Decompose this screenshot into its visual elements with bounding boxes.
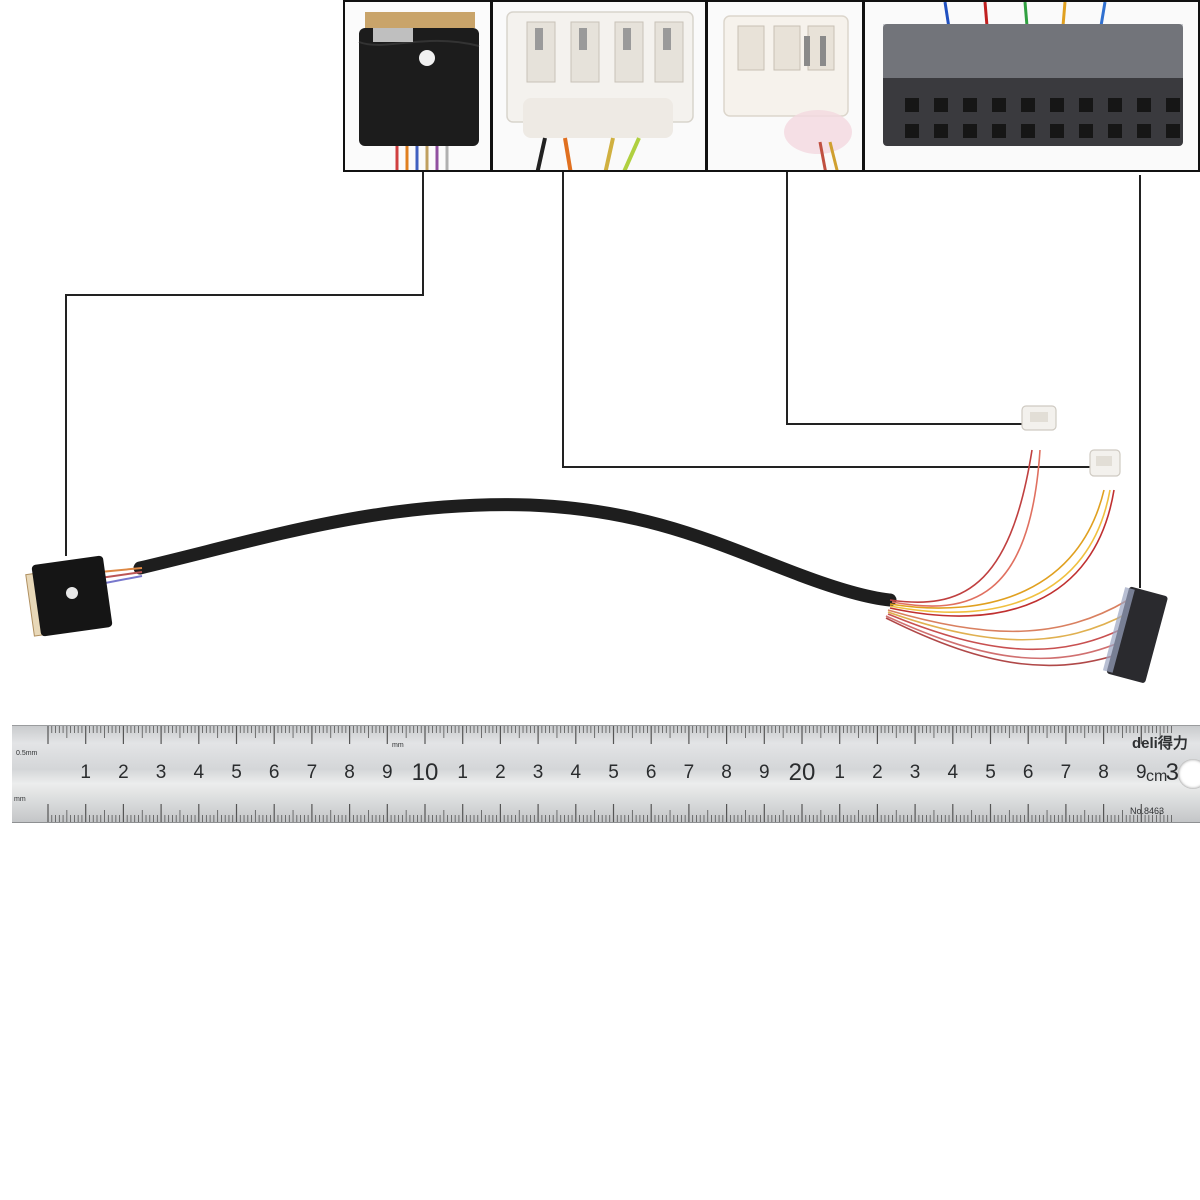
white-connector-b <box>1089 449 1121 477</box>
ruler-number: 20 <box>788 759 816 786</box>
inset-black-tape-connector <box>343 0 492 172</box>
header-pin <box>1050 124 1064 138</box>
ruler-number: 5 <box>985 762 996 783</box>
ruler-brand-logo: deli得力 <box>1132 735 1188 752</box>
black-header-connector <box>1102 586 1168 683</box>
steel-ruler: 123456789101234567892012345678930 0.5mm … <box>12 725 1200 823</box>
white-connector-a <box>1021 405 1057 431</box>
ruler-number: 6 <box>268 762 280 783</box>
ruler-number: 9 <box>759 762 770 783</box>
ruler-number: 9 <box>382 762 393 783</box>
leader-line-1 <box>65 170 424 556</box>
ruler-number: 7 <box>683 762 695 783</box>
ruler-number: 2 <box>118 762 129 783</box>
ruler-number: 3 <box>532 762 544 783</box>
ruler-hang-hole <box>1178 759 1200 789</box>
ruler-number: 1 <box>834 762 845 783</box>
fanout-wires <box>885 449 1137 667</box>
header-pins <box>905 98 1180 138</box>
leader-lines <box>65 170 1141 588</box>
ruler-number: 7 <box>306 762 318 783</box>
header-pin <box>1108 124 1122 138</box>
leader-line-3 <box>786 170 1022 425</box>
inset-black-header-2x10 <box>863 0 1200 172</box>
ruler-number: 3 <box>155 762 167 783</box>
ruler-number: 3 <box>909 762 921 783</box>
leader-line-2 <box>562 170 1090 468</box>
ruler-mm-label: mm <box>392 742 404 749</box>
header-pin <box>963 98 977 112</box>
header-pin <box>934 124 948 138</box>
header-pin <box>934 98 948 112</box>
header-pin <box>905 124 919 138</box>
header-pin <box>1166 124 1180 138</box>
ruler-number: 5 <box>231 762 242 783</box>
ruler-number: 5 <box>608 762 619 783</box>
ruler-number: 6 <box>1022 762 1034 783</box>
header-pin <box>1108 98 1122 112</box>
ruler-precision-label: 0.5mm <box>16 750 38 757</box>
header-pin <box>992 124 1006 138</box>
header-pin <box>1137 124 1151 138</box>
ruler-number: 1 <box>457 762 468 783</box>
header-pin <box>1137 98 1151 112</box>
ruler-number: 8 <box>1098 762 1109 783</box>
ruler-number: 4 <box>570 762 582 783</box>
ruler-number: 8 <box>721 762 732 783</box>
ruler-model-number: No.8463 <box>1130 806 1165 816</box>
header-pin <box>1079 98 1093 112</box>
ruler-number: 2 <box>495 762 506 783</box>
ruler-mm-label-bottom: mm <box>14 796 26 803</box>
header-pin <box>992 98 1006 112</box>
header-pin <box>1166 98 1180 112</box>
ruler-unit-label: cm <box>1146 768 1168 785</box>
ruler-number: 10 <box>411 759 439 786</box>
inset-white-connector-4pin <box>491 0 707 172</box>
main-cable <box>133 498 897 607</box>
left-wires <box>99 567 143 585</box>
header-pin <box>963 124 977 138</box>
ruler-number: 1 <box>80 762 91 783</box>
left-connector <box>25 555 113 637</box>
header-pin <box>1050 98 1064 112</box>
ruler-number: 8 <box>344 762 355 783</box>
inset-white-connector-3pin <box>706 0 864 172</box>
header-pin <box>1021 124 1035 138</box>
ruler-number: 9 <box>1136 762 1147 783</box>
header-pin <box>1021 98 1035 112</box>
ruler-number: 6 <box>645 762 657 783</box>
ruler-number: 4 <box>947 762 959 783</box>
ruler-ticks <box>47 726 1172 822</box>
ruler-number: 2 <box>872 762 883 783</box>
header-pin <box>1079 124 1093 138</box>
header-pin <box>905 98 919 112</box>
ruler-number: 4 <box>193 762 205 783</box>
ruler-number: 7 <box>1060 762 1072 783</box>
